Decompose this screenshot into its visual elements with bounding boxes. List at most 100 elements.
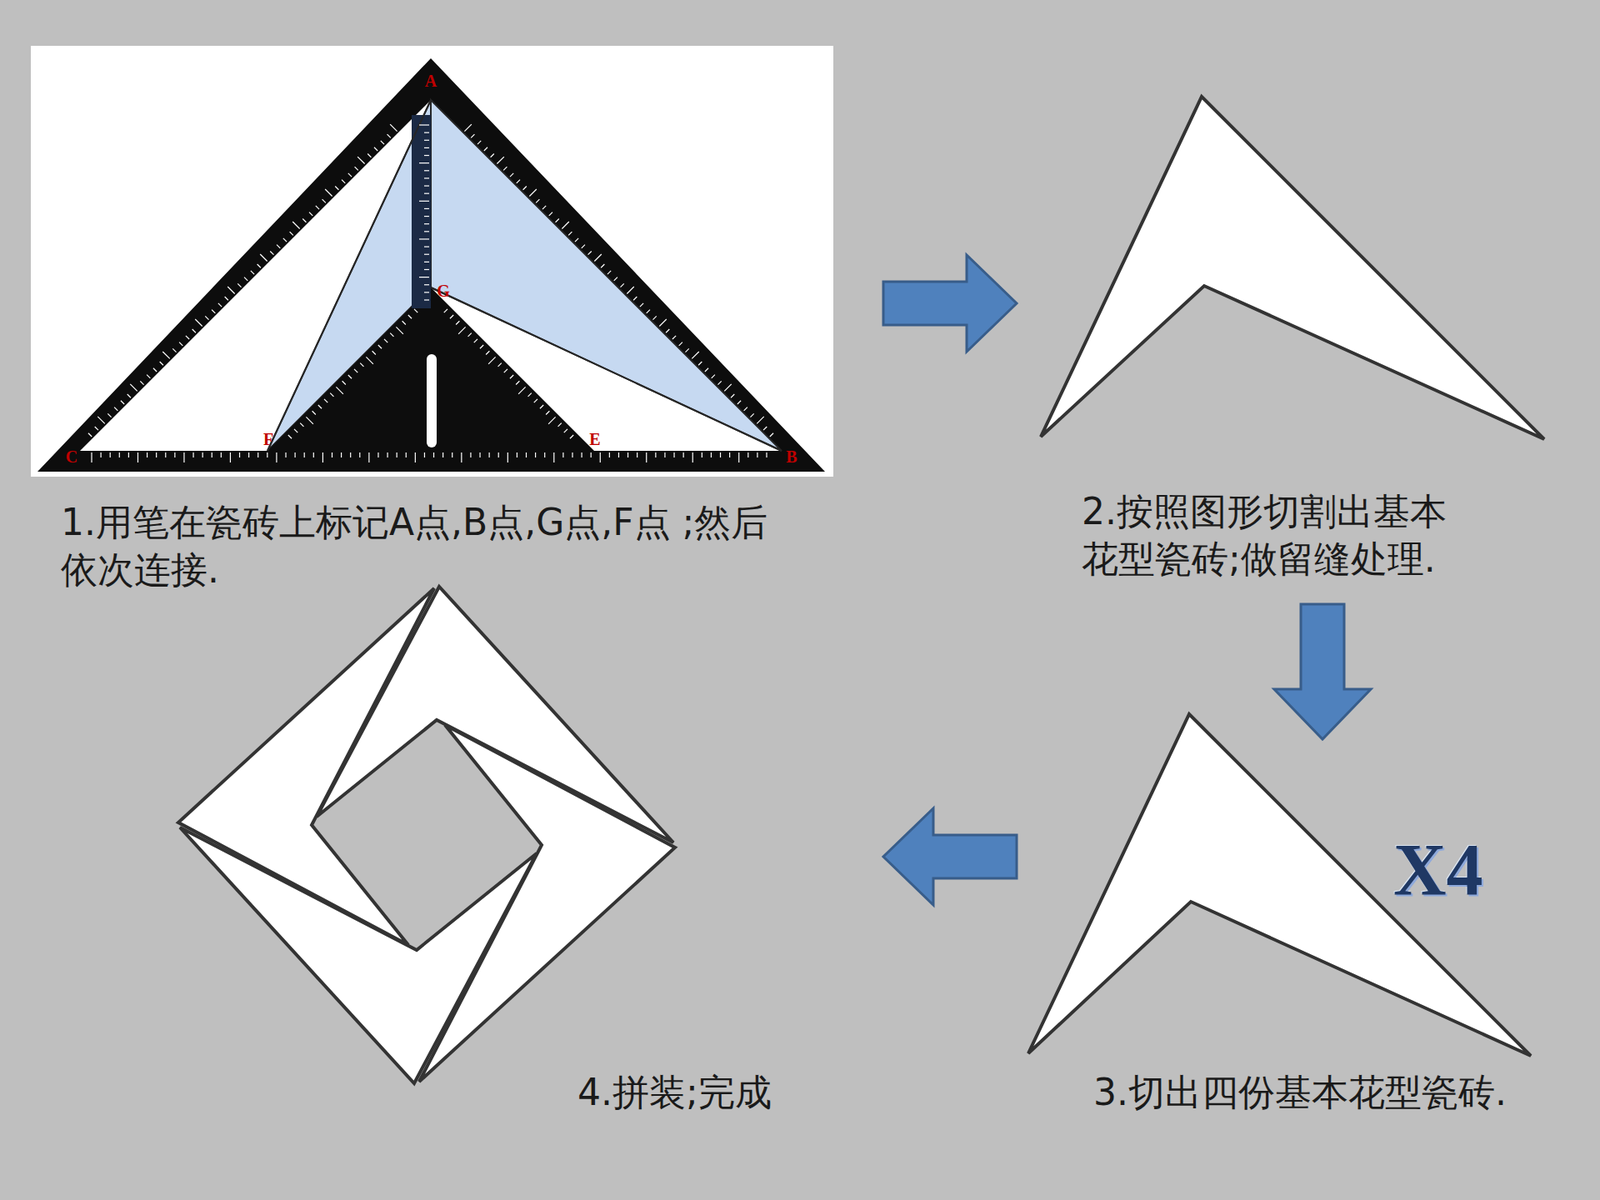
ruler-tick xyxy=(600,264,605,268)
ruler-tick xyxy=(503,166,507,170)
ruler-tick xyxy=(357,156,365,164)
ruler-tick xyxy=(419,276,430,278)
ruler-tick xyxy=(548,416,555,424)
ruler-tick xyxy=(535,452,536,458)
ruler-tick xyxy=(515,380,520,385)
ruler-tick xyxy=(496,156,504,164)
ruler-tick xyxy=(288,435,292,439)
ruler-tick xyxy=(580,452,582,458)
ruler-tick xyxy=(205,315,209,320)
ruler-tick xyxy=(765,452,767,458)
ruler-tick xyxy=(155,452,157,458)
ruler-tick xyxy=(555,218,560,222)
ruler-tick xyxy=(763,426,767,430)
ruler-tick xyxy=(88,433,92,437)
ruler-tick xyxy=(424,291,430,293)
ruler-tick xyxy=(679,342,683,346)
ruler-tick xyxy=(479,452,480,458)
set-square xyxy=(37,58,825,472)
ruler-tick xyxy=(529,189,536,196)
ruler-tick xyxy=(451,452,453,458)
step-panel: 1.用笔在瓷砖上标记A点,B点,G点,F点 ;然后 依次连接. xyxy=(30,45,884,597)
ruler-tick xyxy=(114,407,118,411)
ruler-tick xyxy=(192,452,194,458)
ruler-tick xyxy=(424,170,430,171)
ruler-tick xyxy=(341,180,345,184)
ruler-tick xyxy=(444,309,448,313)
ruler-tick xyxy=(342,380,346,385)
ruler-tick xyxy=(756,416,764,424)
ruler-tick xyxy=(294,429,298,433)
step-caption: 2.按照图形切割出基本 花型瓷砖;做留缝处理. xyxy=(1081,487,1482,583)
ruler-tick xyxy=(433,452,435,458)
ruler-tick xyxy=(424,254,430,255)
ruler-tick xyxy=(324,399,328,403)
ruler-tick xyxy=(331,452,333,458)
ruler-tick xyxy=(705,368,709,372)
ruler-tick xyxy=(107,413,111,417)
ruler-tick xyxy=(504,369,508,373)
ruler-tick xyxy=(275,452,277,463)
step-caption: 1.用笔在瓷砖上标记A点,B点,G点,F点 ;然后 依次连接. xyxy=(60,498,795,594)
ruler-tick xyxy=(378,345,382,349)
ruler-tick xyxy=(172,348,176,352)
ruler-tick xyxy=(424,230,430,232)
block-arrow xyxy=(1274,604,1371,740)
ruler-tick xyxy=(498,363,502,367)
ruler-tick xyxy=(607,270,611,275)
ruler-tick xyxy=(384,339,388,343)
ruler-tick xyxy=(737,400,741,405)
ruler-tick xyxy=(90,452,92,463)
ruler-tick xyxy=(276,245,280,249)
ruler-tick xyxy=(387,134,391,138)
ruler-tick xyxy=(354,369,358,373)
ruler-tick xyxy=(160,361,164,365)
ruler-tick xyxy=(424,193,430,195)
ruler-tick xyxy=(185,335,190,340)
ruler-tick xyxy=(673,452,675,458)
ruler-tick xyxy=(450,315,454,319)
ruler-tick xyxy=(183,452,185,463)
ruler-tick xyxy=(724,384,731,391)
ruler-tick xyxy=(600,452,601,463)
ruler-tick xyxy=(424,215,430,217)
ruler-tick xyxy=(225,296,229,300)
ruler-tick xyxy=(405,452,407,458)
ruler-tick xyxy=(549,212,553,216)
ruler-tick xyxy=(266,452,268,458)
ruler-tick xyxy=(424,284,430,285)
ruler-tick xyxy=(590,452,592,458)
ruler-tick xyxy=(313,452,315,458)
ruler-tick xyxy=(424,452,425,458)
ruler-tick xyxy=(119,452,120,458)
ruler-tick xyxy=(290,231,294,235)
inner-set-square xyxy=(267,287,595,451)
ruler-tick xyxy=(419,238,430,240)
ruler-tick xyxy=(717,380,721,385)
step-caption: 4.拼装;完成 xyxy=(577,1068,772,1116)
ruler-tick xyxy=(424,132,430,134)
ruler-tick xyxy=(636,452,638,458)
ruler-tick xyxy=(257,452,259,458)
ruler-tick xyxy=(710,452,712,458)
ruler-tick xyxy=(396,452,398,458)
ruler-tick xyxy=(367,154,371,158)
ruler-tick xyxy=(711,375,715,379)
ruler-tick xyxy=(525,452,527,458)
ruler-tick xyxy=(100,452,101,458)
ruler-tick xyxy=(581,245,585,249)
ruler-tick xyxy=(395,326,403,334)
ruler-tick xyxy=(510,375,514,379)
ruler-tick xyxy=(464,124,471,131)
ruler-tick xyxy=(633,296,637,300)
ruler-tick xyxy=(770,433,774,437)
ruler-tick xyxy=(218,303,222,307)
ruler-tick xyxy=(542,205,546,210)
ruler-tick xyxy=(544,452,545,458)
step-panel: 3.切出四份基本花型瓷砖. xyxy=(1016,739,1567,1120)
ruler-tick xyxy=(312,410,316,415)
ruler-tick xyxy=(174,452,175,458)
ruler-tick xyxy=(390,124,397,131)
ruler-tick xyxy=(179,342,183,346)
ruler-tick xyxy=(419,200,430,202)
